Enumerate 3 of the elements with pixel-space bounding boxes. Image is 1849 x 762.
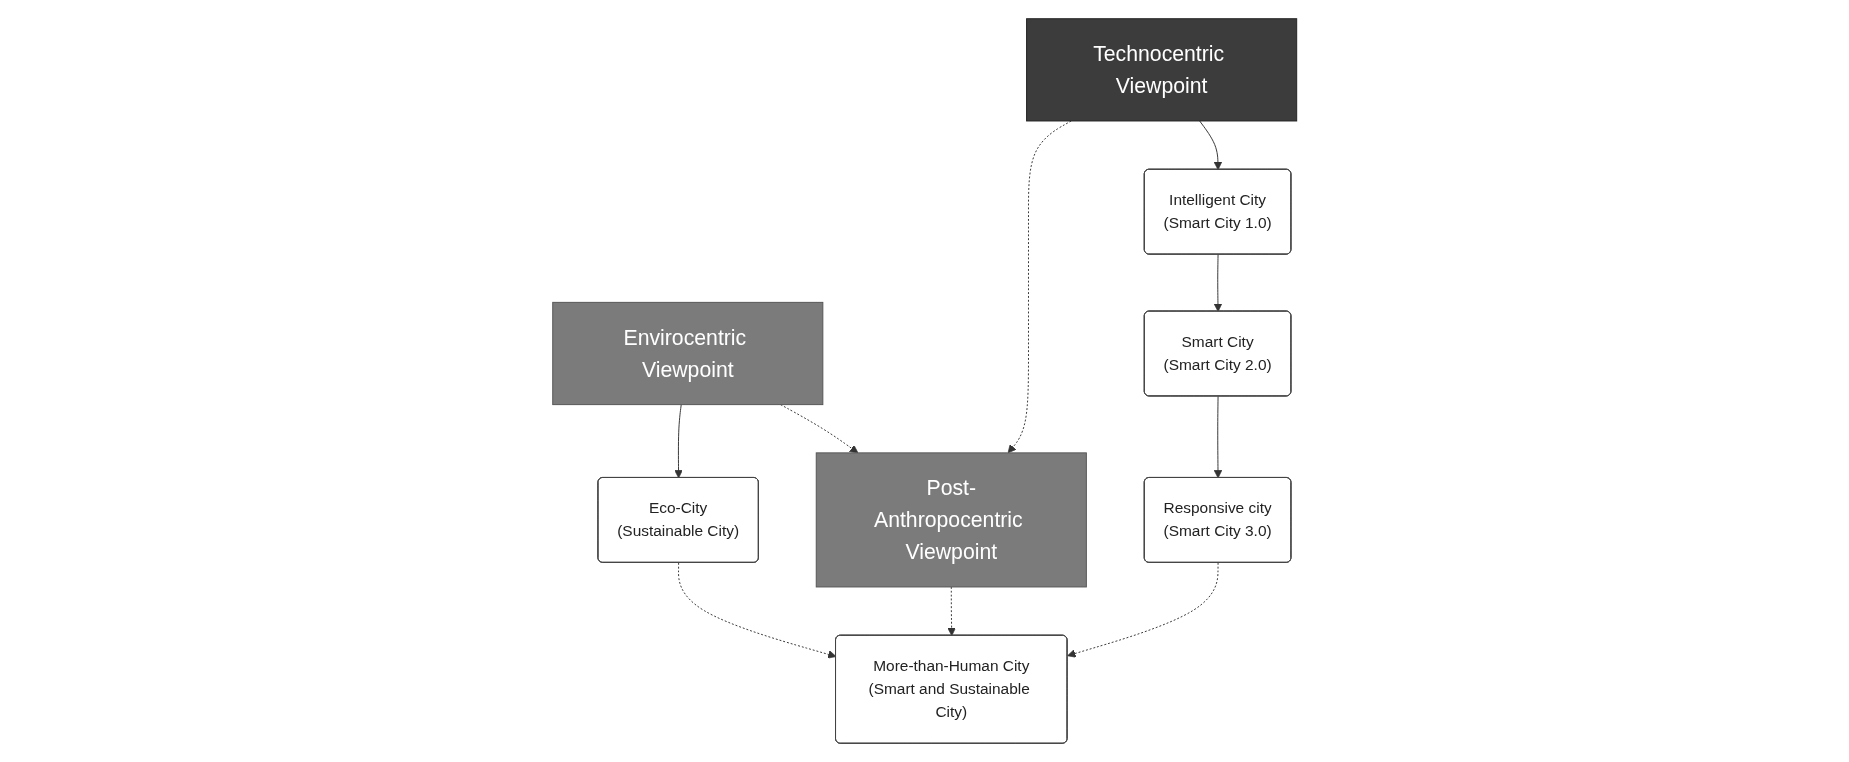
node-box: Post-Anthropocentric Viewpoint	[815, 452, 1087, 588]
node-box: Envirocentric Viewpoint	[552, 301, 824, 406]
node-box: Technocentric Viewpoint	[1025, 18, 1297, 122]
